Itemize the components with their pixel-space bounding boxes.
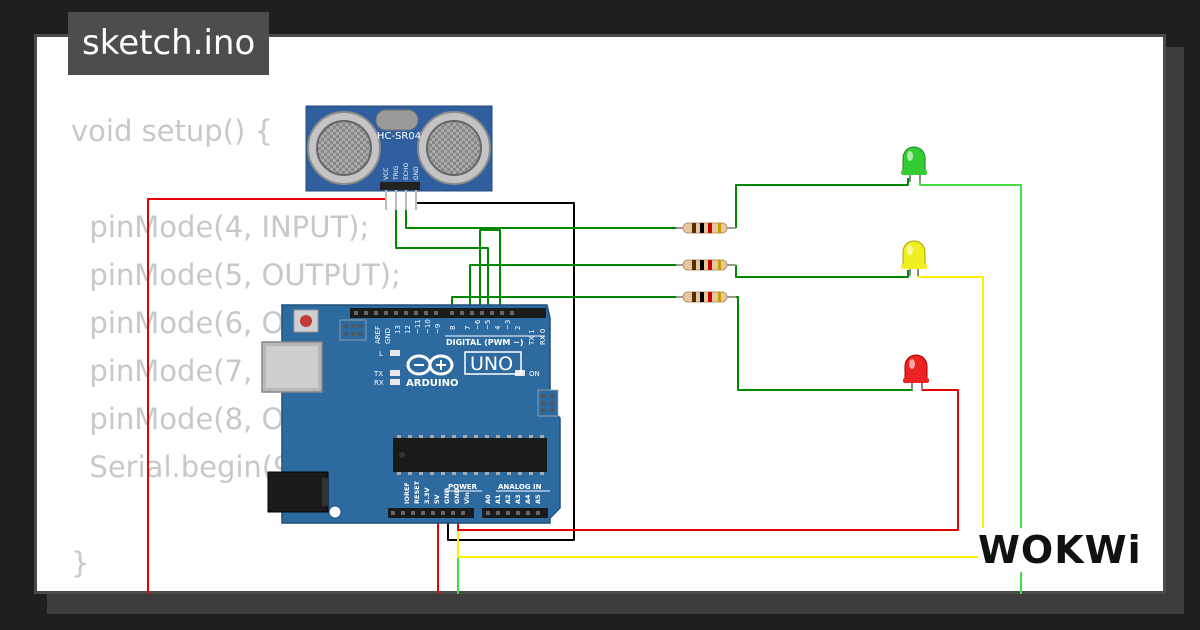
pin-label-a3: A3: [514, 494, 522, 504]
sensor-pin-vcc: VCC: [383, 168, 390, 180]
icsp-header-right: [537, 389, 559, 417]
pin-label-3: ~3: [504, 320, 512, 330]
pin-label-gnd: GND: [384, 328, 392, 344]
led-label-tx: TX: [373, 370, 383, 378]
led-yellow[interactable]: [901, 240, 927, 276]
pin-label-ioref: IOREF: [403, 482, 411, 504]
pin-label-3v3: 3.3V: [423, 487, 431, 504]
pin-label-7: 7: [464, 326, 472, 330]
pin-label-reset: RESET: [413, 480, 421, 504]
pin-label-5v: 5V: [433, 494, 441, 504]
pin-label-a0: A0: [484, 494, 492, 504]
pin-label-aref: AREF: [374, 326, 382, 344]
wire-res2-led-yellow[interactable]: [735, 265, 909, 278]
pin-label-6: ~6: [474, 319, 482, 330]
power-label: POWER: [448, 483, 478, 491]
simulation-canvas[interactable]: void setup() { pinMode(4, INPUT); pinMod…: [34, 34, 1166, 594]
pin-label-a1: A1: [494, 494, 502, 504]
led-red[interactable]: [903, 354, 929, 390]
led-label-l: L: [379, 350, 383, 358]
wire-res1-led-green[interactable]: [735, 178, 909, 228]
board-model: UNO: [470, 353, 513, 375]
pin-label-10: ~10: [424, 319, 432, 334]
pin-label-9: ~9: [434, 324, 442, 334]
pin-label-12: 12: [404, 325, 412, 334]
analog-label: ANALOG IN: [498, 483, 542, 491]
status-leds: L TX RX ON: [373, 350, 540, 387]
code-line: pinMode(5, OUTPUT);: [71, 258, 401, 292]
pin-label-a2: A2: [504, 494, 512, 504]
pin-label-4: 4: [494, 325, 502, 330]
pin-label-gnd2: GND: [453, 487, 461, 504]
code-line: void setup() {: [71, 114, 273, 148]
digital-header: [350, 308, 546, 318]
sensor-pin-gnd: GND: [413, 166, 420, 180]
icsp-header-top: [339, 319, 367, 341]
digital-label: DIGITAL (PWM ~): [446, 338, 524, 347]
arduino-uno-board[interactable]: AREF GND 13 12 ~11 ~10 ~9 8 7 ~6 ~5 4 ~3…: [261, 304, 561, 524]
digital-pin-labels: AREF GND 13 12 ~11 ~10 ~9 8 7 ~6 ~5 4 ~3…: [374, 319, 547, 346]
led-label-on: ON: [529, 370, 540, 378]
pin-label-tx: TX 1: [528, 329, 536, 346]
arduino-logo-icon: [406, 354, 454, 376]
wire-res3-led-red[interactable]: [736, 296, 913, 391]
pin-label-vin: Vin: [463, 492, 471, 504]
pin-label-2: 2: [514, 326, 522, 330]
pin-label-13: 13: [394, 325, 402, 334]
analog-header: [482, 508, 548, 518]
power-pin-labels: IOREF RESET 3.3V 5V GND GND Vin: [403, 480, 471, 504]
led-green[interactable]: [901, 146, 927, 182]
pin-label-a5: A5: [534, 494, 542, 504]
resistor-2[interactable]: [676, 259, 736, 271]
ultrasonic-sensor[interactable]: HC-SR04 VCC TRIG ECHO GND: [305, 105, 493, 210]
wokwi-logo: WOKWi: [978, 528, 1142, 572]
led-label-rx: RX: [374, 379, 384, 387]
pin-label-a4: A4: [524, 494, 532, 504]
power-jack: [267, 471, 329, 513]
resistor-3[interactable]: [676, 291, 736, 303]
sensor-pin-trig: TRIG: [393, 165, 400, 181]
pin-label-11: ~11: [414, 319, 422, 334]
analog-pin-labels: A0 A1 A2 A3 A4 A5: [484, 494, 542, 504]
code-line: pinMode(4, INPUT);: [71, 210, 370, 244]
code-line: }: [71, 546, 90, 580]
board-brand: ARDUINO: [406, 378, 458, 389]
file-tab[interactable]: sketch.ino: [68, 12, 270, 75]
wire-echo-green[interactable]: [405, 210, 676, 229]
pin-label-gnd1: GND: [443, 487, 451, 504]
sensor-pin-labels: VCC TRIG ECHO GND: [383, 163, 420, 181]
resistor-1[interactable]: [676, 222, 736, 234]
sensor-label: HC-SR04: [377, 131, 421, 142]
sensor-pin-echo: ECHO: [403, 163, 410, 180]
pin-label-5: ~5: [484, 320, 492, 330]
wire-trig-green[interactable]: [395, 210, 489, 312]
wire-pin7-green[interactable]: [479, 229, 501, 312]
atmega-chip: [393, 438, 547, 472]
pin-label-rx: RX 0: [539, 329, 547, 345]
pin-label-8: 8: [449, 326, 457, 330]
